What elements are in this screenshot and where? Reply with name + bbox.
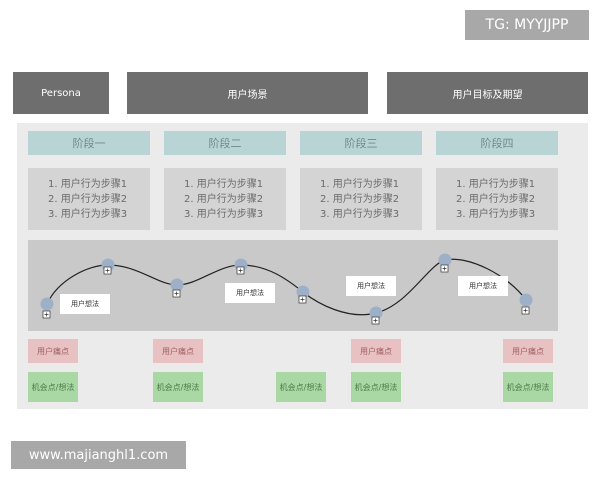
opportunity-card[interactable]: 机会点/想法 xyxy=(28,372,78,402)
stage-3-steps: 1. 用户行为步骤1 2. 用户行为步骤2 3. 用户行为步骤3 xyxy=(300,168,422,230)
stage-1-steps: 1. 用户行为步骤1 2. 用户行为步骤2 3. 用户行为步骤3 xyxy=(28,168,150,230)
step-item: 1. 用户行为步骤1 xyxy=(48,178,128,190)
stage-4-steps: 1. 用户行为步骤1 2. 用户行为步骤2 3. 用户行为步骤3 xyxy=(436,168,558,230)
plus-glyph xyxy=(523,308,528,313)
step-item: 2. 用户行为步骤2 xyxy=(48,193,128,205)
node-circle xyxy=(40,297,54,311)
pain-point-card[interactable]: 用户痛点 xyxy=(351,339,401,363)
user-goals-header: 用户目标及期望 xyxy=(387,72,588,114)
plus-glyph xyxy=(238,268,243,273)
step-item: 3. 用户行为步骤3 xyxy=(456,208,536,220)
step-item: 3. 用户行为步骤3 xyxy=(184,208,264,220)
curve-node[interactable] xyxy=(519,293,533,315)
user-thought-card[interactable]: 用户想法 xyxy=(458,276,508,296)
step-item: 1. 用户行为步骤1 xyxy=(456,178,536,190)
stage-2-title: 阶段二 xyxy=(164,131,286,155)
stage-4-title: 阶段四 xyxy=(436,131,558,155)
pain-point-card[interactable]: 用户痛点 xyxy=(153,339,203,363)
step-item: 1. 用户行为步骤1 xyxy=(320,178,400,190)
tg-watermark: TG: MYYJJPP xyxy=(465,10,589,40)
node-circle xyxy=(369,306,383,320)
node-circle xyxy=(519,293,533,307)
curve-node[interactable] xyxy=(369,306,383,325)
step-item: 2. 用户行为步骤2 xyxy=(184,193,264,205)
curve-node[interactable] xyxy=(40,297,54,319)
step-item: 1. 用户行为步骤1 xyxy=(184,178,264,190)
curve-node[interactable] xyxy=(234,258,248,275)
plus-glyph xyxy=(442,266,447,271)
plus-glyph xyxy=(174,291,179,296)
node-circle xyxy=(296,285,310,299)
step-item: 2. 用户行为步骤2 xyxy=(320,193,400,205)
curve-node[interactable] xyxy=(438,253,452,273)
curve-node[interactable] xyxy=(170,278,184,298)
step-item: 2. 用户行为步骤2 xyxy=(456,193,536,205)
stage-1-title: 阶段一 xyxy=(28,131,150,155)
persona-header: Persona xyxy=(13,72,109,114)
plus-glyph xyxy=(44,312,49,317)
pain-point-card[interactable]: 用户痛点 xyxy=(28,339,78,363)
opportunity-card[interactable]: 机会点/想法 xyxy=(503,372,553,402)
stage-2-steps: 1. 用户行为步骤1 2. 用户行为步骤2 3. 用户行为步骤3 xyxy=(164,168,286,230)
curve-line xyxy=(46,258,527,316)
url-watermark: www.majianghl1.com xyxy=(11,441,186,469)
step-item: 3. 用户行为步骤3 xyxy=(320,208,400,220)
user-thought-card[interactable]: 用户想法 xyxy=(225,283,275,303)
plus-glyph xyxy=(373,318,378,323)
plus-glyph xyxy=(105,268,110,273)
curve-node[interactable] xyxy=(101,258,115,275)
curve-node[interactable] xyxy=(296,285,310,304)
step-item: 3. 用户行为步骤3 xyxy=(48,208,128,220)
node-circle xyxy=(170,278,184,292)
plus-glyph xyxy=(300,297,305,302)
node-circle xyxy=(438,253,452,267)
emotion-curve xyxy=(40,253,533,325)
user-thought-card[interactable]: 用户想法 xyxy=(60,294,110,314)
user-thought-card[interactable]: 用户想法 xyxy=(346,276,396,296)
pain-point-card[interactable]: 用户痛点 xyxy=(503,339,553,363)
opportunity-card[interactable]: 机会点/想法 xyxy=(351,372,401,402)
user-scenario-header: 用户场景 xyxy=(127,72,368,114)
opportunity-card[interactable]: 机会点/想法 xyxy=(153,372,203,402)
stage-3-title: 阶段三 xyxy=(300,131,422,155)
opportunity-card[interactable]: 机会点/想法 xyxy=(276,372,326,402)
